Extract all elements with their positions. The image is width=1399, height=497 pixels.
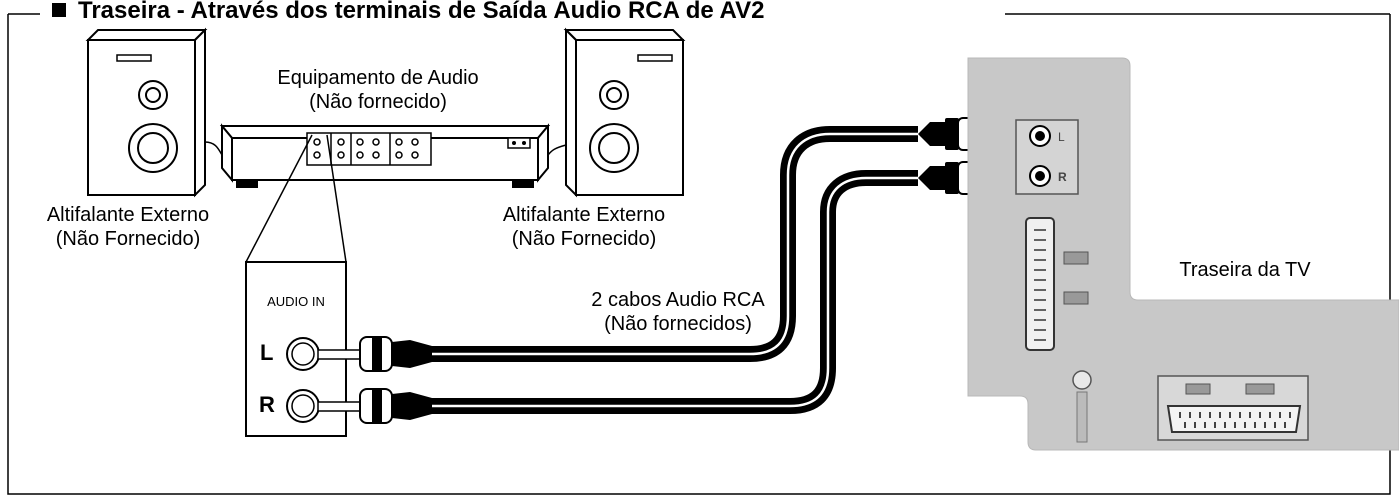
zoom-line-right	[326, 134, 347, 263]
speaker-right-label-line2: (Não Fornecido)	[511, 228, 657, 250]
speaker-right-wire	[547, 144, 567, 156]
jack-l-label: L	[260, 340, 274, 365]
speaker-left-label-line1: Altifalante Externo	[46, 204, 210, 226]
cables-label-line2: (Não fornecidos)	[604, 313, 752, 335]
audio-equipment-label-line2: (Não fornecido)	[309, 91, 447, 113]
speaker-left-label: Altifalante Externo (Não Fornecido)	[18, 203, 238, 251]
speaker-left-icon	[85, 27, 208, 198]
outer-frame	[7, 14, 1391, 495]
cables-label-line1: 2 cabos Audio RCA	[591, 289, 765, 311]
audio-in-label: AUDIO IN	[267, 294, 325, 309]
audio-equipment-label-line1: Equipamento de Audio	[277, 67, 479, 89]
speaker-right-label: Altifalante Externo (Não Fornecido)	[474, 203, 694, 251]
speaker-left-wire	[204, 141, 223, 156]
zoom-line-left	[245, 134, 313, 263]
audio-equipment-label: Equipamento de Audio (Não fornecido)	[258, 66, 498, 114]
title-text: Traseira - Através dos terminais de Saíd…	[78, 0, 765, 24]
svg-text:R: R	[1058, 170, 1067, 184]
jack-r-label: R	[259, 392, 275, 417]
svg-text:L: L	[1058, 130, 1065, 144]
bullet-square-icon	[52, 3, 66, 17]
diagram-title: Traseira - Através dos terminais de Saíd…	[42, 0, 775, 24]
speaker-left-label-line2: (Não Fornecido)	[55, 228, 201, 250]
audio-equipment-icon	[219, 123, 551, 188]
tv-rear-label: Traseira da TV	[1179, 259, 1311, 281]
speaker-right-label-line1: Altifalante Externo	[502, 204, 666, 226]
cables-label: 2 cabos Audio RCA (Não fornecidos)	[548, 288, 808, 336]
tv-rear-panel-icon: L R	[967, 57, 1399, 451]
speaker-right-icon	[563, 27, 686, 198]
